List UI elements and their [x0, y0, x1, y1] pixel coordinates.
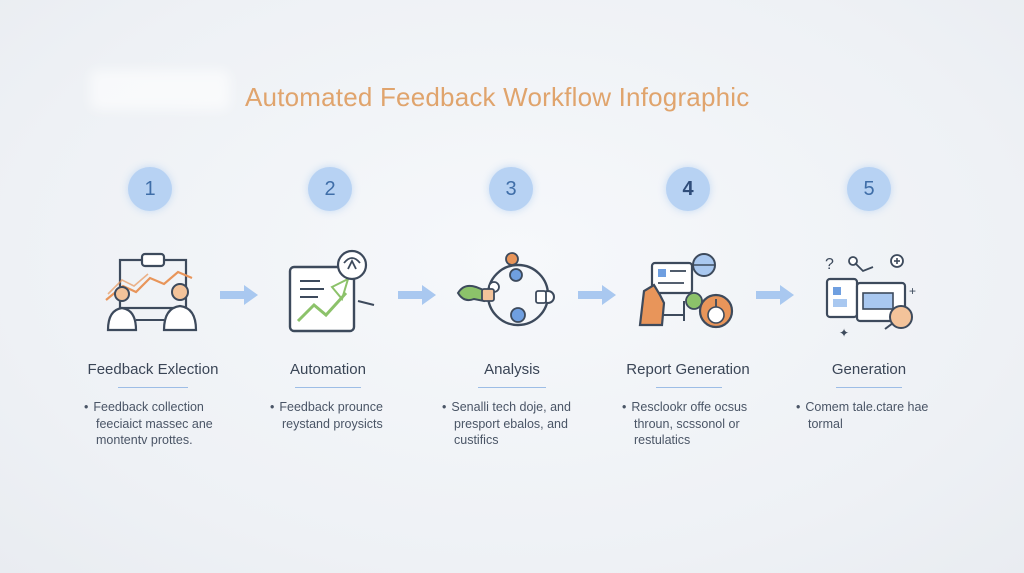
- automated-report-icon: [288, 249, 375, 333]
- arrow-right-icon: [756, 285, 794, 305]
- step-2-desc-line-1: Feedback prounce: [279, 400, 383, 414]
- page-title: Automated Feedback Workflow Infographic: [245, 82, 750, 112]
- step-3-desc-line-2: presport ebalos, and: [454, 416, 568, 431]
- arrow-right-icon: [578, 285, 616, 305]
- title-ghost-blur: [90, 70, 230, 110]
- step-4-number-badge: 4: [666, 167, 710, 211]
- arrow-right-icon: [220, 285, 258, 305]
- step-1-title: Feedback Exlection: [87, 361, 219, 378]
- arrow-right-icon: [398, 285, 436, 305]
- step-1-number-badge: 1: [128, 167, 172, 211]
- step-2-desc-line-2: reystand proysicts: [282, 416, 383, 431]
- step-1-underline: [118, 387, 188, 388]
- step-5-title: Generation: [831, 361, 907, 378]
- step-4-desc-line-2: throun, scssonol or: [634, 416, 740, 431]
- step-5-underline: [836, 387, 902, 388]
- step-4-desc-line-1: Resclookr offe ocsus: [631, 400, 748, 414]
- step-2-title: Automation: [290, 361, 366, 378]
- step-4-underline: [656, 387, 722, 388]
- step-2-description: •Feedback prounce reystand proysicts: [270, 399, 430, 432]
- step-3-description: •Senalli tech doje, and presport ebalos,…: [442, 399, 602, 449]
- step-1-desc-line-3: montentv prottes.: [96, 433, 193, 447]
- report-hand-icon: [638, 253, 734, 329]
- people-feedback-chart-icon: [105, 252, 198, 332]
- step-5-number-badge: 5: [847, 167, 891, 211]
- step-1-desc-line-1: Feedback collection: [93, 400, 204, 414]
- step-3-underline: [478, 387, 546, 388]
- step-4-description: •Resclookr offe ocsus throun, scssonol o…: [622, 399, 782, 449]
- svg-text:+: +: [909, 284, 916, 298]
- step-4-title: Report Generation: [626, 361, 750, 378]
- analysis-network-icon: [456, 252, 555, 327]
- step-3-desc-line-1: Senalli tech doje, and: [451, 400, 571, 414]
- step-5-desc-line-2: tormal: [808, 416, 843, 431]
- step-3-title: Analysis: [484, 361, 540, 378]
- step-5-description: •Comem tale.ctare hae tormal: [796, 399, 956, 432]
- svg-text:✦: ✦: [839, 326, 849, 340]
- svg-text:?: ?: [825, 256, 834, 273]
- step-3-desc-line-3: custifics: [454, 433, 499, 447]
- step-3-number-badge: 3: [489, 167, 533, 211]
- step-1-desc-line-2: feeciaict massec ane: [96, 416, 213, 431]
- step-2-underline: [295, 387, 361, 388]
- dashboard-generation-icon: ? + ✦: [825, 254, 916, 340]
- step-2-number-badge: 2: [308, 167, 352, 211]
- step-1-description: •Feedback collection feeciaict massec an…: [84, 399, 244, 449]
- step-4-desc-line-3: restulatics: [634, 433, 691, 447]
- step-5-desc-line-1: Comem tale.ctare hae: [805, 400, 929, 414]
